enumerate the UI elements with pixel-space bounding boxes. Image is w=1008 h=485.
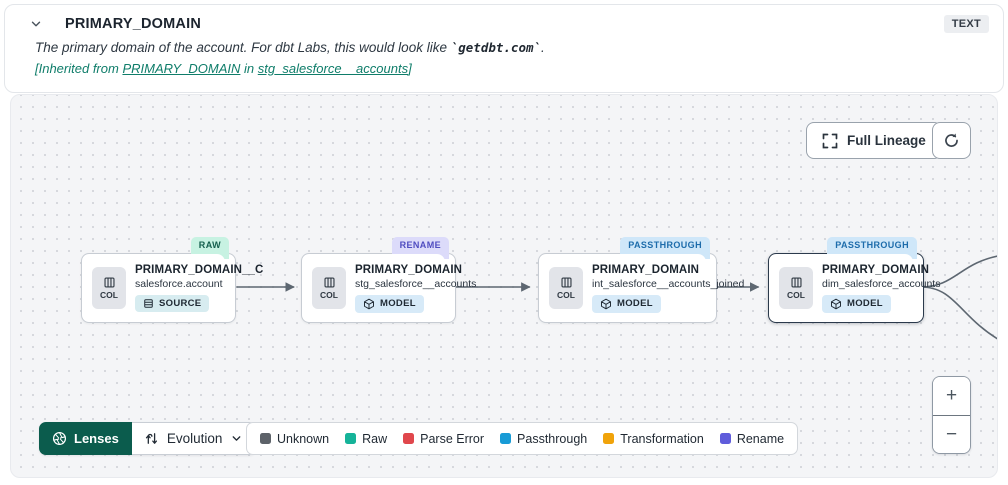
inherited-model-link[interactable]: stg_salesforce__accounts bbox=[257, 61, 409, 76]
columns-icon bbox=[560, 277, 572, 288]
legend-swatch bbox=[500, 433, 512, 444]
lineage-node-int[interactable]: PASSTHROUGH COL PRIMARY_DOMAIN int_sales… bbox=[538, 237, 744, 323]
model-cube-icon bbox=[601, 298, 611, 309]
column-chip: COL bbox=[779, 267, 813, 309]
column-chip: COL bbox=[549, 267, 583, 309]
source-icon bbox=[144, 299, 153, 308]
node-title: PRIMARY_DOMAIN bbox=[822, 263, 930, 276]
legend-item: Transformation bbox=[603, 432, 704, 446]
legend-swatch bbox=[403, 433, 415, 444]
status-badge-passthrough: PASSTHROUGH bbox=[620, 237, 710, 259]
fullscreen-icon bbox=[822, 133, 838, 148]
status-badge-rename: RENAME bbox=[391, 237, 449, 259]
full-lineage-button[interactable]: Full Lineage bbox=[806, 122, 942, 159]
zoom-out-button[interactable]: − bbox=[933, 415, 970, 453]
node-title: PRIMARY_DOMAIN bbox=[355, 263, 463, 276]
lens-select-dropdown[interactable]: Evolution bbox=[131, 422, 257, 455]
evolution-icon bbox=[145, 433, 157, 444]
resource-badge: MODEL bbox=[592, 294, 661, 313]
collapse-chevron-icon[interactable] bbox=[27, 15, 45, 33]
resource-badge: MODEL bbox=[355, 294, 424, 313]
legend-item: Passthrough bbox=[500, 432, 587, 446]
legend-swatch bbox=[719, 433, 731, 444]
column-type-badge: TEXT bbox=[943, 15, 989, 33]
resource-badge: SOURCE bbox=[135, 295, 210, 312]
lineage-node-stg[interactable]: RENAME COL PRIMARY_DOMAIN stg_salesforce… bbox=[301, 237, 476, 323]
lineage-node-dim[interactable]: PASSTHROUGH COL PRIMARY_DOMAIN dim_sales… bbox=[768, 237, 940, 323]
column-title: PRIMARY_DOMAIN bbox=[65, 16, 201, 32]
status-badge-raw: RAW bbox=[190, 237, 229, 259]
lineage-canvas[interactable]: Full Lineage RAW COL PRIMARY_DOMAIN__C s… bbox=[10, 94, 998, 478]
legend-item: Unknown bbox=[260, 432, 329, 446]
columns-icon bbox=[790, 277, 802, 288]
status-badge-passthrough: PASSTHROUGH bbox=[827, 237, 917, 259]
lenses-toolbar: Lenses Evolution bbox=[39, 422, 257, 455]
legend-swatch bbox=[603, 433, 615, 444]
legend-swatch bbox=[260, 433, 271, 444]
legend-swatch bbox=[345, 433, 357, 444]
columns-icon bbox=[103, 277, 115, 288]
node-subtitle: dim_salesforce_accounts bbox=[822, 277, 941, 290]
zoom-controls: + − bbox=[932, 376, 971, 454]
model-cube-icon bbox=[364, 298, 374, 309]
resource-badge: MODEL bbox=[822, 294, 891, 313]
column-chip: COL bbox=[312, 267, 346, 309]
node-subtitle: stg_salesforce__accounts bbox=[355, 277, 477, 290]
column-description: The primary domain of the account. For d… bbox=[35, 40, 545, 55]
node-title: PRIMARY_DOMAIN__C bbox=[135, 264, 264, 276]
refresh-button[interactable] bbox=[932, 122, 971, 159]
column-header-card: PRIMARY_DOMAIN TEXT The primary domain o… bbox=[4, 4, 1004, 93]
zoom-in-button[interactable]: + bbox=[933, 377, 970, 415]
lenses-button[interactable]: Lenses bbox=[39, 422, 132, 455]
chevron-down-icon bbox=[232, 436, 241, 441]
columns-icon bbox=[323, 277, 335, 288]
inline-code: `getdbt.com` bbox=[450, 40, 542, 55]
node-subtitle: int_salesforce__accounts_joined bbox=[592, 277, 745, 290]
inherited-column-link[interactable]: PRIMARY_DOMAIN bbox=[122, 61, 241, 76]
node-subtitle: salesforce.account bbox=[135, 278, 223, 290]
column-chip: COL bbox=[92, 267, 126, 309]
legend-item: Raw bbox=[345, 432, 387, 446]
node-title: PRIMARY_DOMAIN bbox=[592, 263, 700, 276]
refresh-icon bbox=[945, 133, 958, 147]
legend-item: Parse Error bbox=[403, 432, 484, 446]
aperture-icon bbox=[52, 431, 67, 446]
lens-legend: Unknown Raw Parse Error Passthrough Tran… bbox=[246, 422, 799, 455]
legend-item: Rename bbox=[719, 432, 784, 446]
model-cube-icon bbox=[831, 298, 841, 309]
lineage-node-source[interactable]: RAW COL PRIMARY_DOMAIN__C salesforce.acc… bbox=[81, 237, 263, 323]
inherited-from-note: [Inherited from PRIMARY_DOMAIN in stg_sa… bbox=[35, 61, 412, 76]
